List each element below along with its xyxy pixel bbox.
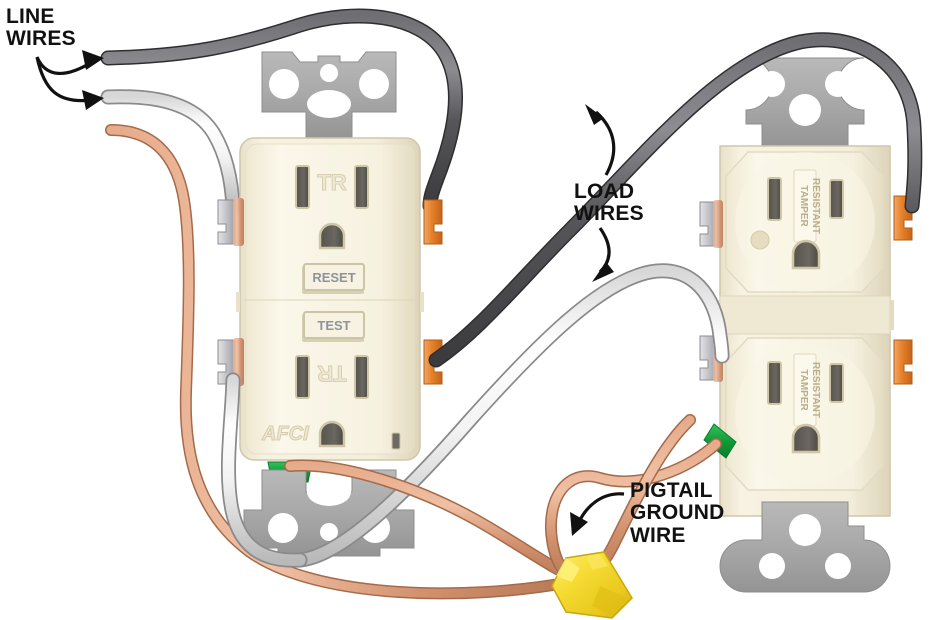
afci-top-ground-slot [318, 222, 346, 250]
duplex-bottom-hot-slot [829, 363, 844, 403]
duplex-bottom-tamper-line2: RESISTANT [810, 362, 821, 418]
afci-bottom-hot-slot [354, 355, 369, 399]
wire-group-load [220, 32, 923, 568]
line-hot-wire-fill [102, 10, 462, 212]
wire-nut[interactable] [551, 551, 633, 619]
annotation-arrows [35, 50, 625, 536]
label-pigtail-line3: WIRE [630, 523, 686, 547]
duplex-bottom-neutral-slot [767, 361, 782, 405]
afci-face [245, 143, 415, 455]
ground-pigtail-duplex-fill [546, 439, 721, 587]
duplex-receptacle[interactable]: TAMPER RESISTANT TAMPER RESISTANT [699, 57, 913, 593]
label-line-wires: LINE WIRES [6, 5, 76, 51]
afci-test-button[interactable]: TEST [302, 311, 365, 342]
ground-wire-left-loop-fill [106, 125, 570, 598]
duplex-top-neutral-slot [767, 177, 782, 221]
label-load-wires: LOAD WIRES [574, 180, 644, 226]
duplex-top-tamper-mark: TAMPER RESISTANT [793, 169, 821, 243]
duplex-bottom-ground-slot [791, 423, 821, 454]
duplex-top-tamper-line2: RESISTANT [810, 178, 821, 234]
wire-group-ground-left [105, 124, 571, 600]
afci-reset-label: RESET [312, 270, 355, 285]
duplex-bottom-tamper-mark: TAMPER RESISTANT [793, 353, 821, 427]
wire-group-ground-pigtails [284, 414, 722, 619]
wire-group-line [100, 8, 463, 215]
afci-brass-screw-top[interactable] [423, 199, 443, 245]
afci-top-neutral-slot [295, 165, 310, 209]
duplex-top-hot-slot [829, 179, 844, 219]
load-hot-wire-fill [430, 33, 921, 366]
afci-bottom-tr-mark: TR [317, 361, 346, 386]
duplex-top-ground-slot [791, 239, 821, 270]
afci-top-strap [261, 51, 397, 141]
duplex-silver-screw-top[interactable] [699, 200, 723, 248]
duplex-bottom-strap [719, 501, 891, 593]
afci-silver-screw-top[interactable] [217, 198, 244, 246]
ground-pigtail-afci-fill [285, 461, 583, 585]
label-line-wires-line2: WIRES [6, 27, 76, 51]
afci-bottom-neutral-slot [295, 355, 310, 399]
neutral-jumper-wire-fill [222, 374, 306, 566]
label-pigtail-line1: PIGTAIL [630, 479, 713, 502]
label-pigtail-line2: GROUND [630, 501, 725, 525]
duplex-top-strap [745, 57, 865, 149]
afci-receptacle[interactable]: TR RESET TEST TR AFCI [217, 51, 443, 557]
afci-top-tr-mark: TR [317, 170, 346, 195]
label-load-wires-line1: LOAD [574, 180, 635, 203]
duplex-top-pilot-hole [750, 230, 770, 250]
afci-brand-mark: AFCI [261, 423, 309, 445]
afci-test-label: TEST [317, 318, 350, 333]
label-pigtail-ground-wire: PIGTAIL GROUND WIRE [630, 479, 725, 547]
label-line-wires-line1: LINE [6, 5, 55, 28]
duplex-top-tamper-line1: TAMPER [798, 185, 809, 227]
afci-indicator-led [391, 432, 401, 450]
label-load-wires-line2: WIRES [574, 202, 644, 226]
afci-bottom-ground-slot [318, 420, 346, 448]
duplex-brass-screw-bottom[interactable] [893, 339, 913, 385]
line-neutral-wire-fill [102, 90, 239, 213]
afci-reset-button[interactable]: RESET [302, 263, 365, 294]
load-neutral-wire-fill [294, 265, 728, 566]
duplex-bottom-tamper-line1: TAMPER [798, 369, 809, 411]
afci-top-hot-slot [354, 165, 369, 209]
